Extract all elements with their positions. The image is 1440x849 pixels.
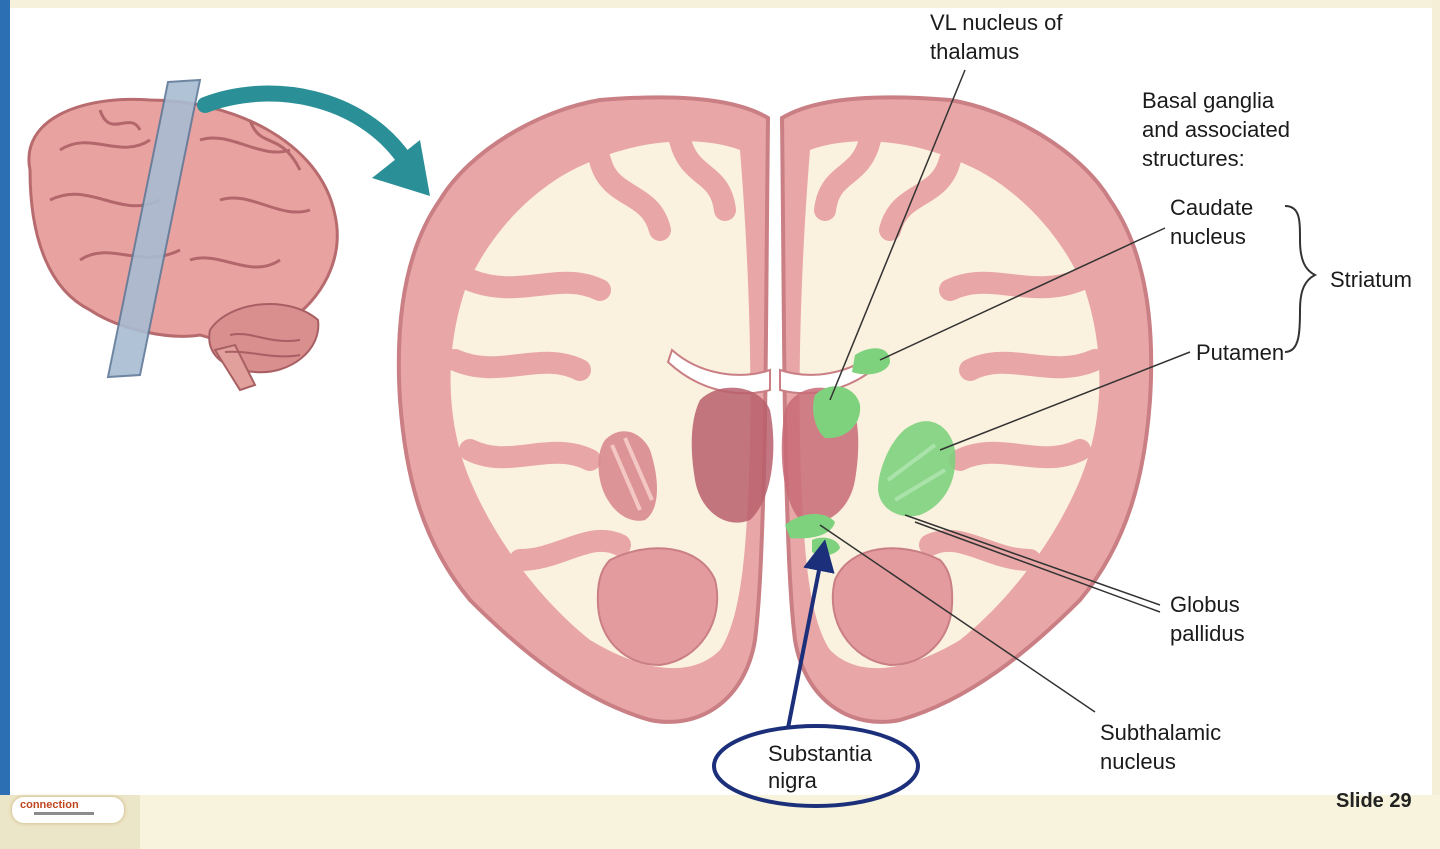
coronal-section	[396, 95, 1154, 724]
putamen-label: Putamen	[1196, 340, 1285, 365]
logo-underline	[34, 812, 94, 815]
substantia-nigra-ring	[712, 724, 920, 808]
caudate-label: Caudate nucleus	[1170, 195, 1254, 249]
basal-ganglia-heading: Basal ganglia and associated structures:	[1142, 88, 1290, 171]
right-border	[1432, 0, 1440, 849]
highlighted-basal-ganglia	[785, 348, 956, 556]
lateral-brain-view	[27, 78, 430, 392]
footer-strip	[0, 795, 1440, 849]
top-border	[0, 0, 1440, 8]
substantia-nigra-label: Substantia nigra	[768, 741, 872, 793]
substantia-nigra-arrow	[786, 539, 835, 729]
subthalamic-label: Subthalamic nucleus	[1100, 720, 1222, 774]
striatum-label: Striatum	[1330, 267, 1412, 292]
slide-number: Slide 29	[1336, 790, 1412, 812]
logo-text: connection	[20, 799, 79, 811]
left-accent-bar	[0, 0, 10, 849]
publisher-logo: connection	[12, 797, 124, 823]
vl-nucleus-label: VL nucleus of thalamus	[930, 10, 1063, 64]
globus-pallidus-label: Globus pallidus	[1170, 592, 1245, 646]
leader-lines	[819, 69, 1191, 713]
left-lentiform-nucleus	[598, 431, 657, 521]
striatum-brace	[1284, 205, 1318, 353]
